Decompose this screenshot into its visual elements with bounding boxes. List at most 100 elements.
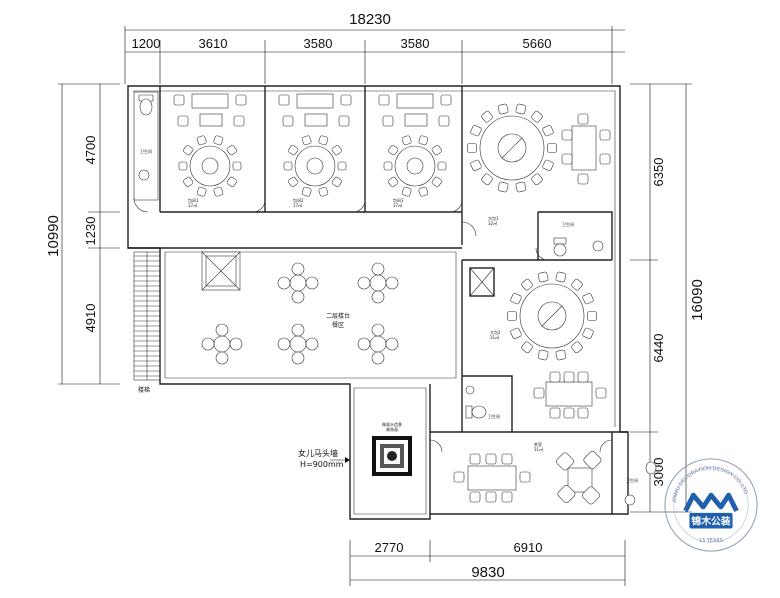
landscape-feature: 微观水造景 装饰画 xyxy=(372,421,412,476)
chair xyxy=(561,129,573,141)
chair xyxy=(510,327,522,339)
armchair xyxy=(338,115,350,127)
private-room-label: 包间2 xyxy=(293,197,304,203)
lazy-susan xyxy=(201,157,219,175)
hall-chair xyxy=(371,290,385,304)
toilet-mid-label: 卫生间 xyxy=(488,413,500,419)
chair xyxy=(582,293,594,305)
parapet-label-line1: 女儿马头墙 xyxy=(298,448,338,458)
armchair xyxy=(382,115,394,127)
sofa xyxy=(396,93,434,109)
hall-chair xyxy=(385,276,399,290)
chair xyxy=(196,186,207,197)
chair xyxy=(232,161,242,171)
right-dimension-chain: 6350 16090 6440 3000 xyxy=(630,83,706,513)
chair xyxy=(599,129,611,141)
landscape-label-line2: 装饰画 xyxy=(386,426,398,432)
chair xyxy=(549,371,561,383)
chair xyxy=(388,176,399,187)
chair xyxy=(537,349,549,361)
private-room-area: 17㎡ xyxy=(393,202,402,208)
chair xyxy=(301,135,312,146)
chair xyxy=(577,407,589,419)
chair xyxy=(542,125,554,137)
landscape-label-line1: 微观水造景 xyxy=(382,421,402,427)
toilet-top-left: 卫生间 xyxy=(133,91,159,201)
hall-table xyxy=(213,335,231,353)
hall: 二层楼台 餐区 xyxy=(201,251,399,365)
hall-chair xyxy=(357,276,371,290)
hall-chair xyxy=(357,337,371,351)
chair xyxy=(418,186,429,197)
chair xyxy=(507,311,517,321)
lounge-chair xyxy=(582,486,600,505)
toilet-mid: 卫生间 xyxy=(465,385,500,419)
private-room-area: 17㎡ xyxy=(293,202,302,208)
chair xyxy=(563,371,575,383)
tea-room-area: 31㎡ xyxy=(534,446,543,452)
chair xyxy=(485,453,497,465)
chair xyxy=(571,341,583,354)
chair xyxy=(555,271,567,283)
chair xyxy=(283,161,293,171)
sofa xyxy=(296,93,334,109)
hall-chair xyxy=(305,276,319,290)
chair xyxy=(470,125,482,137)
side-table xyxy=(278,94,290,106)
hall-chair xyxy=(371,323,385,337)
chair xyxy=(469,491,481,503)
top-dim-1: 1200 xyxy=(132,36,161,51)
chair xyxy=(183,145,194,156)
chair xyxy=(337,161,347,171)
lounge-chair xyxy=(557,485,576,503)
hall-chair xyxy=(385,337,399,351)
chair xyxy=(431,145,442,156)
chair xyxy=(515,103,527,115)
side-table xyxy=(378,94,390,106)
chair xyxy=(531,110,543,123)
chair xyxy=(577,371,589,383)
top-dimension-chain: 18230 1200 3610 3580 3580 5660 xyxy=(124,11,625,84)
chair xyxy=(388,145,399,156)
chair xyxy=(515,181,527,193)
tea-room-label: 茶室 xyxy=(534,441,542,447)
hall-chair xyxy=(291,290,305,304)
chair xyxy=(501,453,513,465)
chair xyxy=(183,176,194,187)
right-dim-upper: 6350 xyxy=(651,158,666,187)
top-dim-3: 3580 xyxy=(304,36,333,51)
chair xyxy=(418,135,429,146)
left-dim-2: 1230 xyxy=(83,217,98,246)
armchair xyxy=(233,115,245,127)
toilet-bottom-right-label: 卫生间 xyxy=(626,477,638,483)
chair xyxy=(542,159,554,171)
toilet-right: 卫生间 xyxy=(553,221,604,257)
chair xyxy=(531,173,543,186)
big-room-1-label: 大包1 xyxy=(488,215,499,221)
chair xyxy=(563,407,575,419)
big-room-2-label: 大包2 xyxy=(490,329,501,335)
top-dim-4: 3580 xyxy=(401,36,430,51)
hall-table-set xyxy=(357,323,399,365)
chair xyxy=(577,113,589,125)
hall-chair xyxy=(371,262,385,276)
big-room-2: 大包2 31㎡ xyxy=(490,271,607,419)
hall-label-line1: 二层楼台 xyxy=(326,312,350,320)
chair xyxy=(331,176,342,187)
chair xyxy=(501,491,513,503)
chair xyxy=(318,135,329,146)
staircase xyxy=(133,251,161,381)
lounge-chair xyxy=(556,452,574,471)
private-room-area: 17㎡ xyxy=(188,202,197,208)
chair xyxy=(587,311,597,321)
chair xyxy=(226,176,237,187)
toilet-top-left-label: 卫生间 xyxy=(140,148,152,154)
top-total-dim: 18230 xyxy=(349,11,391,28)
hall-chair xyxy=(291,351,305,365)
side-table xyxy=(235,94,247,106)
chair xyxy=(401,186,412,197)
